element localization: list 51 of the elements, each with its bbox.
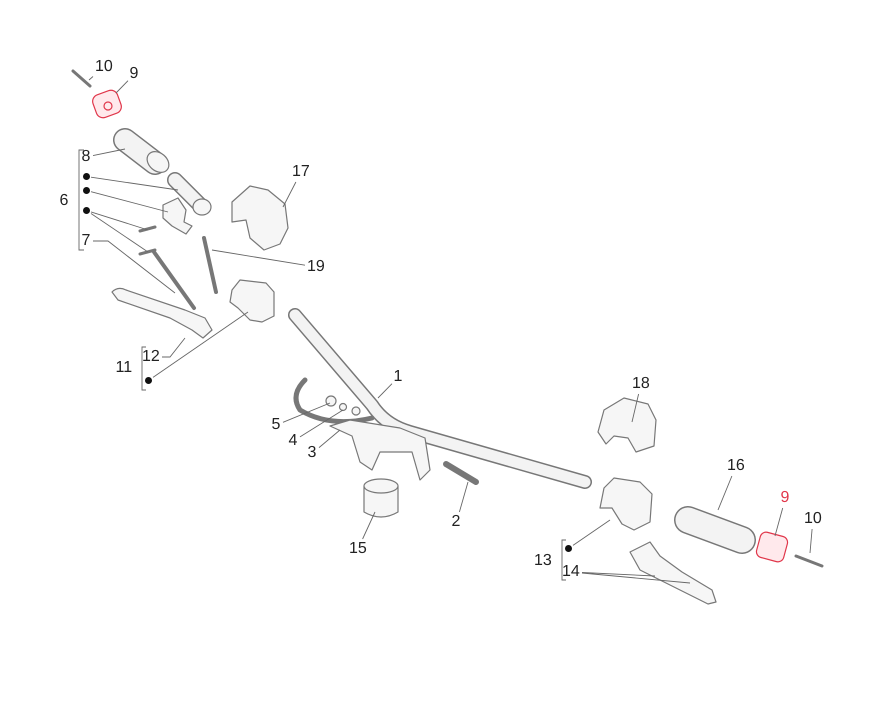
callout-number: 11	[114, 359, 134, 377]
leader-line	[88, 76, 94, 80]
leader-line	[90, 191, 168, 212]
callout-number: 18	[631, 375, 651, 393]
bullet-dot	[82, 206, 90, 214]
leader-line	[810, 528, 813, 554]
leader-line	[90, 176, 178, 190]
leader-line	[162, 338, 186, 358]
callout-number: 16	[726, 457, 746, 475]
leader-line	[572, 520, 610, 546]
leader-line	[92, 240, 176, 294]
callout-number: 4	[288, 432, 298, 450]
bullet-dot	[144, 376, 152, 384]
callout-number: 5	[270, 416, 282, 434]
leader-line	[116, 80, 128, 94]
bullet-dot	[82, 172, 90, 180]
leader-line	[318, 430, 340, 448]
leader-line	[458, 482, 468, 512]
leader-line	[90, 213, 148, 252]
leader-line	[362, 512, 376, 540]
leader-line	[300, 410, 344, 438]
leader-line	[90, 211, 148, 230]
leader-line	[212, 250, 306, 266]
callout-number: 8	[80, 148, 92, 166]
leader-line	[378, 383, 392, 398]
leader-line	[582, 572, 656, 576]
leader-line	[152, 312, 248, 378]
leader-line	[92, 148, 126, 156]
callout-number: 17	[291, 163, 311, 181]
leader-line	[718, 476, 732, 510]
callout-number: 1	[392, 368, 404, 386]
callout-number: 9	[780, 489, 790, 507]
callout-number: 13	[533, 552, 553, 570]
callout-number: 2	[450, 513, 462, 531]
callout-number: 3	[306, 444, 318, 462]
callout-number: 7	[80, 232, 92, 250]
callout-number: 10	[803, 510, 823, 528]
callout-number: 15	[348, 540, 368, 558]
leader-line	[282, 402, 330, 423]
callout-number: 10	[94, 58, 114, 76]
callout-number: 19	[306, 258, 326, 276]
callout-number: 14	[561, 563, 581, 581]
bullet-dot	[82, 186, 90, 194]
bullet-dot	[564, 544, 572, 552]
callout-number: 12	[141, 348, 161, 366]
callout-number: 6	[58, 192, 70, 210]
leader-line	[582, 572, 690, 584]
leader-line	[282, 182, 296, 208]
leader-line	[632, 394, 640, 422]
callout-number: 9	[128, 65, 140, 83]
leader-line	[774, 508, 784, 536]
